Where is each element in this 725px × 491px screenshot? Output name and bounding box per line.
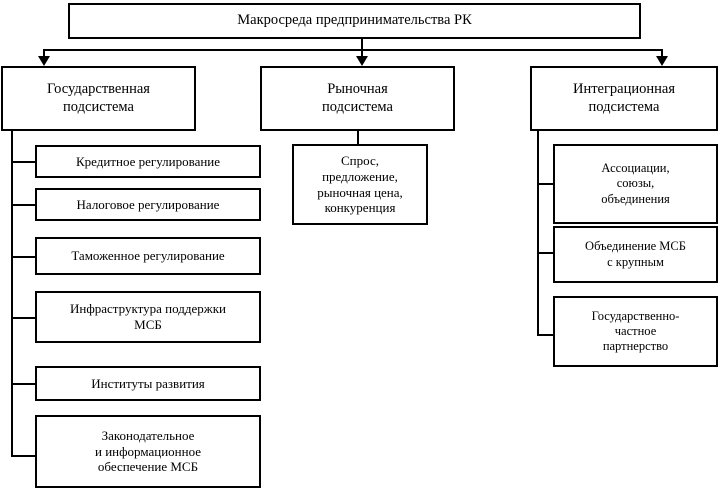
connector-state-stub-4 bbox=[11, 317, 35, 319]
root-node-macro-environment: Макросреда предпринимательства РК bbox=[68, 3, 641, 39]
arrowhead-state bbox=[38, 56, 50, 66]
subsystem-state: Государственная подсистема bbox=[1, 66, 196, 131]
leaf-customs-regulation-label: Таможенное регулирование bbox=[71, 248, 225, 264]
leaf-tax-regulation: Налоговое регулирование bbox=[35, 188, 261, 221]
connector-state-stub-3 bbox=[11, 256, 35, 258]
leaf-sme-large-business-union-label: Объединение МСБ с крупным bbox=[585, 239, 686, 269]
leaf-sme-support-infrastructure-label: Инфраструктура поддержки МСБ bbox=[70, 301, 226, 332]
leaf-sme-support-infrastructure: Инфраструктура поддержки МСБ bbox=[35, 291, 261, 343]
leaf-development-institutes-label: Институты развития bbox=[91, 375, 205, 391]
connector-integration-stub-3 bbox=[537, 334, 555, 336]
connector-integration-trunk bbox=[537, 131, 539, 336]
subsystem-market: Рыночная подсистема bbox=[260, 66, 455, 131]
subsystem-integration: Интеграционная подсистема bbox=[530, 66, 718, 131]
leaf-customs-regulation: Таможенное регулирование bbox=[35, 237, 261, 275]
connector-state-stub-6 bbox=[11, 455, 35, 457]
leaf-legislative-information-support-label: Законодательное и информационное обеспеч… bbox=[94, 427, 201, 475]
subsystem-integration-label: Интеграционная подсистема bbox=[572, 80, 676, 115]
leaf-credit-regulation: Кредитное регулирование bbox=[35, 145, 261, 178]
connector-integration-stub-2 bbox=[537, 252, 555, 254]
connector-state-trunk bbox=[11, 131, 13, 456]
connector-market-stem bbox=[357, 131, 359, 145]
leaf-sme-large-business-union: Объединение МСБ с крупным bbox=[553, 226, 718, 283]
leaf-public-private-partnership-label: Государственно- частное партнерство bbox=[591, 308, 680, 354]
connector-state-stub-5 bbox=[11, 383, 35, 385]
leaf-legislative-information-support: Законодательное и информационное обеспеч… bbox=[35, 415, 261, 488]
connector-state-stub-1 bbox=[11, 161, 35, 163]
leaf-demand-supply-price-competition: Спрос, предложение, рыночная цена, конку… bbox=[292, 144, 428, 225]
leaf-tax-regulation-label: Налоговое регулирование bbox=[76, 196, 220, 212]
root-node-label: Макросреда предпринимательства РК bbox=[237, 12, 472, 29]
leaf-associations-unions-label: Ассоциации, союзы, объединения bbox=[601, 161, 670, 206]
connector-state-stub-2 bbox=[11, 204, 35, 206]
connector-drop-integration bbox=[661, 49, 663, 59]
subsystem-state-label: Государственная подсистема bbox=[47, 80, 150, 115]
connector-drop-market bbox=[361, 49, 363, 59]
leaf-development-institutes: Институты развития bbox=[35, 366, 261, 401]
leaf-associations-unions: Ассоциации, союзы, объединения bbox=[553, 144, 718, 224]
leaf-demand-supply-price-competition-label: Спрос, предложение, рыночная цена, конку… bbox=[317, 152, 403, 216]
leaf-credit-regulation-label: Кредитное регулирование bbox=[75, 153, 221, 169]
leaf-public-private-partnership: Государственно- частное партнерство bbox=[553, 296, 718, 367]
arrowhead-market bbox=[356, 56, 368, 66]
subsystem-market-label: Рыночная подсистема bbox=[322, 80, 393, 115]
connector-drop-state bbox=[43, 49, 45, 59]
connector-integration-stub-1 bbox=[537, 183, 555, 185]
connector-root-stem bbox=[361, 39, 363, 51]
connector-root-bus bbox=[43, 49, 663, 51]
arrowhead-integration bbox=[656, 56, 668, 66]
